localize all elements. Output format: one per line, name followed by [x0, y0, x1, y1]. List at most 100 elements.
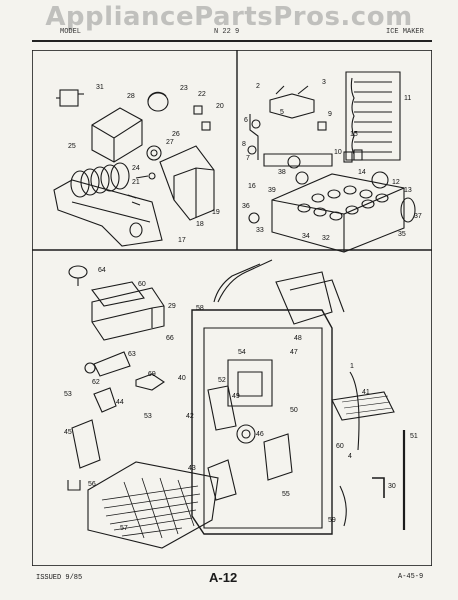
svg-text:12: 12: [392, 179, 400, 186]
svg-text:2: 2: [256, 83, 260, 90]
thermostat-part: [68, 265, 88, 279]
svg-text:46: 46: [256, 431, 264, 438]
svg-text:23: 23: [180, 85, 188, 92]
motor-cam-part: [236, 424, 256, 444]
svg-text:27: 27: [166, 139, 174, 146]
svg-text:30: 30: [388, 483, 396, 490]
lamp-bulb-part: [135, 373, 165, 391]
reference-code: A-45-9: [398, 573, 424, 581]
dispenser-lever-part: [207, 385, 237, 431]
svg-text:58: 58: [196, 305, 204, 312]
mold-cavities: [297, 185, 389, 221]
svg-text:47: 47: [290, 349, 298, 356]
cam-part: [147, 92, 169, 112]
svg-text:29: 29: [168, 303, 176, 310]
svg-text:64: 64: [98, 267, 106, 274]
svg-text:62: 62: [92, 379, 100, 386]
svg-text:3: 3: [322, 79, 326, 86]
svg-text:57: 57: [120, 525, 128, 532]
watermark: AppliancePartsPros.com: [45, 2, 413, 32]
paddle-part: [71, 419, 101, 469]
side-panel-part: [331, 391, 395, 421]
svg-text:55: 55: [282, 491, 290, 498]
base-tray-part: [53, 179, 163, 247]
svg-text:48: 48: [294, 335, 302, 342]
svg-text:4: 4: [348, 453, 352, 460]
washer-part: [146, 145, 162, 161]
svg-text:13: 13: [404, 187, 412, 194]
svg-text:6: 6: [244, 117, 248, 124]
svg-text:18: 18: [196, 221, 204, 228]
thermostat-bracket-part: [269, 93, 315, 119]
svg-text:15: 15: [350, 131, 358, 138]
svg-text:45: 45: [64, 429, 72, 436]
clip-part: [67, 480, 81, 491]
ice-chute-part: [275, 271, 333, 325]
svg-text:5: 5: [280, 109, 284, 116]
svg-text:37: 37: [414, 213, 422, 220]
drip-grille-part: [87, 461, 219, 549]
gear-part: [193, 105, 203, 115]
svg-text:63: 63: [128, 351, 136, 358]
svg-text:24: 24: [132, 165, 140, 172]
svg-text:39: 39: [268, 187, 276, 194]
ejector-part: [371, 171, 389, 189]
svg-text:54: 54: [238, 349, 246, 356]
heater-element-part: [345, 71, 401, 161]
header-model: MODEL: [60, 28, 82, 36]
switch-part: [91, 281, 145, 307]
tube-part-1: [349, 371, 360, 451]
svg-text:7: 7: [246, 155, 250, 162]
header-section-title: ICE MAKER: [386, 28, 424, 36]
svg-text:20: 20: [216, 103, 224, 110]
svg-text:50: 50: [290, 407, 298, 414]
svg-text:56: 56: [88, 481, 96, 488]
svg-text:11: 11: [404, 95, 411, 102]
svg-text:42: 42: [186, 413, 194, 420]
cover-part: [159, 145, 215, 221]
pin-part: [372, 477, 385, 498]
svg-text:69: 69: [148, 371, 156, 378]
svg-text:22: 22: [198, 91, 206, 98]
svg-text:28: 28: [127, 93, 135, 100]
lamp-socket-part: [93, 351, 131, 377]
svg-text:44: 44: [116, 399, 124, 406]
svg-text:41: 41: [362, 389, 370, 396]
lever-part: [93, 387, 117, 413]
svg-text:49: 49: [232, 393, 240, 400]
svg-text:31: 31: [96, 84, 104, 91]
svg-text:16: 16: [248, 183, 256, 190]
spring-coil-part: [70, 162, 130, 198]
ice-mold-part: [271, 173, 405, 253]
header-model-number: N 22 9: [214, 28, 240, 36]
hose-part: [339, 485, 347, 527]
svg-text:14: 14: [358, 169, 366, 176]
svg-text:32: 32: [322, 235, 330, 242]
svg-text:17: 17: [178, 237, 186, 244]
svg-text:38: 38: [278, 169, 286, 176]
wire-harness-part: [213, 259, 273, 303]
issued-date: ISSUED 9/85: [36, 574, 83, 582]
grille-slots: [101, 477, 201, 539]
dispenser-frame-part: [191, 309, 333, 535]
svg-text:36: 36: [242, 203, 250, 210]
svg-text:60: 60: [336, 443, 344, 450]
tube-part: [249, 114, 259, 160]
svg-text:53: 53: [64, 391, 72, 398]
ice-paddle-part: [207, 459, 237, 501]
svg-text:40: 40: [178, 375, 186, 382]
svg-text:60: 60: [138, 281, 146, 288]
svg-text:25: 25: [68, 143, 76, 150]
svg-text:9: 9: [328, 111, 332, 118]
svg-text:21: 21: [132, 179, 140, 186]
svg-text:1: 1: [350, 363, 354, 370]
svg-text:34: 34: [302, 233, 310, 240]
svg-text:59: 59: [328, 517, 336, 524]
svg-text:43: 43: [188, 465, 196, 472]
svg-text:10: 10: [334, 149, 342, 156]
svg-text:35: 35: [398, 231, 406, 238]
svg-text:51: 51: [410, 433, 418, 440]
motor-part: [59, 89, 79, 107]
